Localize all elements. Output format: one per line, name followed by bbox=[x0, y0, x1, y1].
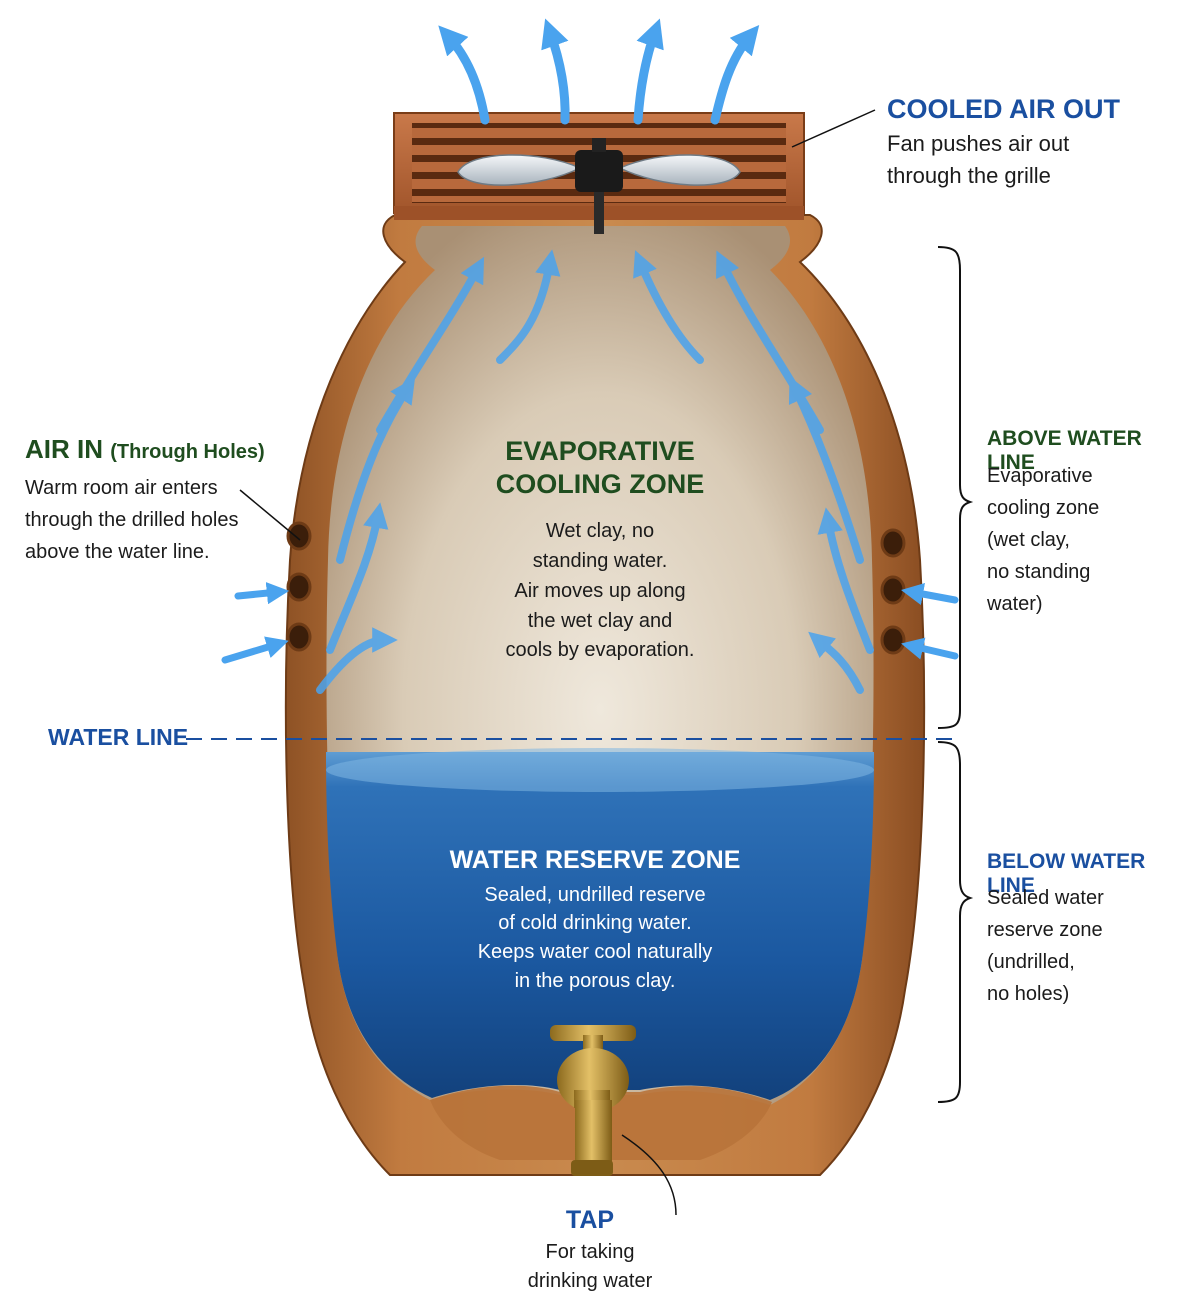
cooling-zone-title1: EVAPORATIVE bbox=[505, 436, 695, 466]
air-in-line2: through the drilled holes bbox=[25, 509, 239, 531]
below-brace bbox=[937, 741, 974, 1103]
fan-icon bbox=[457, 138, 741, 234]
cooled-air-leader bbox=[791, 109, 876, 148]
reserve-zone-title: WATER RESERVE ZONE bbox=[449, 846, 741, 874]
above-heading: ABOVE WATER LINE bbox=[987, 427, 1142, 474]
above-line2: cooling zone bbox=[987, 497, 1100, 519]
below-line4: no holes) bbox=[987, 983, 1070, 1005]
tap-line2: drinking water bbox=[527, 1270, 653, 1292]
above-brace bbox=[937, 246, 974, 729]
cooling-zone-line5: cools by evaporation. bbox=[505, 639, 695, 661]
cooled-air-line1: Fan pushes air out bbox=[887, 131, 1070, 156]
reserve-zone-line2: of cold drinking water. bbox=[498, 912, 692, 934]
below-line1: Sealed water bbox=[987, 887, 1104, 909]
air-in-arrows-left bbox=[221, 581, 290, 664]
below-heading: BELOW WATER LINE bbox=[987, 850, 1146, 897]
air-in-line1: Warm room air enters bbox=[25, 477, 218, 499]
tap-line1: For taking bbox=[545, 1241, 635, 1263]
reserve-zone-line3: Keeps water cool naturally bbox=[477, 941, 713, 963]
water-surface bbox=[326, 748, 874, 792]
reserve-zone-line1: Sealed, undrilled reserve bbox=[484, 884, 706, 906]
air-out-arrows bbox=[438, 18, 760, 125]
right-holes bbox=[880, 528, 906, 655]
air-in-heading: AIR IN (Through Holes) bbox=[25, 434, 265, 465]
cooled-air-line2: through the grille bbox=[887, 163, 1051, 188]
air-in-line3: above the water line. bbox=[25, 541, 210, 563]
cooled-air-heading: COOLED AIR OUT bbox=[887, 94, 1120, 124]
tap-leader bbox=[621, 1134, 677, 1216]
cooling-zone-line1: Wet clay, no bbox=[545, 520, 655, 542]
air-in-heading-suffix: (Through Holes) bbox=[110, 441, 265, 463]
cooling-zone-line2: standing water. bbox=[532, 550, 668, 572]
above-line4: no standing bbox=[987, 561, 1091, 583]
water-reserve bbox=[326, 752, 874, 1100]
rising-air-arrows bbox=[316, 249, 874, 694]
water-line-label: WATER LINE bbox=[48, 724, 189, 750]
reserve-zone-line4: in the porous clay. bbox=[514, 970, 676, 992]
air-in-arrows-right bbox=[900, 583, 959, 660]
cooling-zone-line4: the wet clay and bbox=[527, 610, 673, 632]
left-holes bbox=[286, 521, 312, 652]
cooling-zone-title2: COOLING ZONE bbox=[495, 469, 705, 499]
tap-icon bbox=[550, 1025, 636, 1176]
above-line3: (wet clay, bbox=[987, 529, 1070, 551]
tap-heading: TAP bbox=[565, 1206, 615, 1234]
above-line5: water) bbox=[987, 593, 1043, 615]
air-in-heading-main: AIR IN bbox=[25, 434, 103, 464]
below-line3: (undrilled, bbox=[987, 951, 1075, 973]
below-line2: reserve zone bbox=[987, 919, 1103, 941]
air-in-leader bbox=[239, 489, 301, 541]
above-line1: Evaporative bbox=[987, 465, 1093, 487]
cooling-zone-line3: Air moves up along bbox=[514, 580, 686, 602]
